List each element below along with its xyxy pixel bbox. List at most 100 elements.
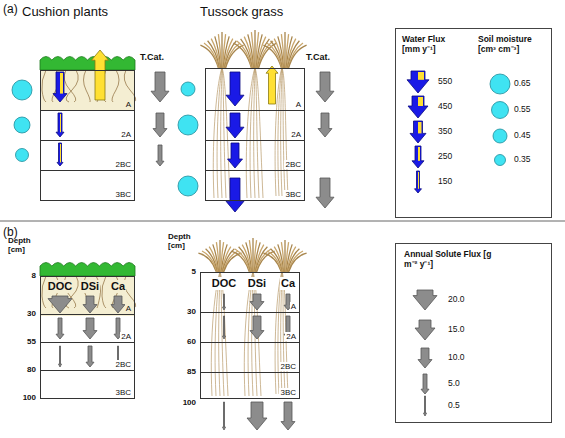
panel-title: (a) [3, 3, 18, 17]
water-flux-stripe [418, 172, 419, 189]
root [211, 272, 220, 396]
depth-value: 85 [187, 367, 196, 376]
horizon-label: 2BC [279, 362, 297, 371]
water-flux-stripe [60, 144, 61, 162]
solute-flux-arrow [48, 296, 72, 313]
solute-flux-arrow [86, 346, 94, 367]
roots [211, 272, 228, 396]
grass-tuft [200, 32, 243, 68]
solute-name: DOC [211, 277, 237, 290]
soil-horizon: 3BC [205, 170, 305, 201]
depth-value: 100 [183, 398, 196, 407]
roots [213, 68, 230, 198]
horizon-label: 2A [285, 332, 297, 341]
water-flux-stripe [418, 147, 420, 161]
root [275, 272, 282, 394]
legend-heading: Annual Solute Flux [g m⁻² y⁻¹] [404, 250, 494, 270]
solute-flux-arrow [413, 290, 437, 310]
grass-blade [281, 34, 284, 68]
horizon-label: 2BC [114, 160, 132, 169]
panel-divider [0, 221, 565, 222]
soil-horizon: 2BC [205, 140, 305, 171]
root [282, 68, 288, 196]
cation-flux-arrow [153, 113, 167, 137]
water-flux-arrow [408, 96, 428, 118]
cushion-soil-fill [40, 70, 135, 110]
axis-title: Depth [cm] [168, 232, 198, 250]
solute-flux-arrow [59, 346, 62, 367]
horizon-label: A [125, 100, 132, 109]
horizon-label: 3BC [284, 190, 302, 199]
water-flux-arrow [407, 71, 429, 93]
solute-flux-arrow [111, 296, 125, 313]
legend-value: 5.0 [448, 379, 460, 389]
horizon-label: 2BC [114, 360, 132, 369]
horizon-label: 2A [120, 332, 132, 341]
soil-moisture-circle [492, 102, 509, 119]
horizon-label: A [290, 302, 297, 311]
cation-flux-arrow [156, 145, 164, 166]
root [84, 70, 91, 102]
roots [246, 68, 263, 198]
solute-flux-arrow [83, 296, 97, 313]
legend-value: 0.65 [514, 79, 531, 89]
root [222, 68, 230, 198]
solute-flux-arrow [421, 374, 429, 394]
horizon-label: 2A [290, 130, 302, 139]
horizon-label: 3BC [279, 388, 297, 397]
panel-title: Tussock grass [200, 5, 283, 20]
root [66, 70, 78, 102]
solute-name: DSi [80, 280, 100, 293]
horizon-label: 3BC [114, 190, 132, 199]
root [215, 272, 220, 396]
soil-horizon: 2BC [40, 342, 135, 371]
grass-blade [249, 240, 252, 272]
grass-blade [281, 242, 284, 272]
root [246, 68, 255, 198]
soil-horizon: 3BC [40, 170, 135, 201]
cushion-roots [42, 70, 136, 102]
solute-flux-arrow [424, 396, 427, 416]
water-flux-arrow [56, 113, 64, 137]
soil-moisture-circle [178, 115, 198, 135]
solute-flux-arrow [250, 294, 264, 310]
grass-blade [289, 253, 307, 272]
soil-moisture-circle [181, 82, 195, 96]
water-flux-arrow [57, 143, 63, 166]
legend-value: 10.0 [448, 353, 465, 363]
water-flux-arrow [226, 72, 244, 106]
depth-value: 80 [27, 365, 36, 374]
legend-value: 0.45 [514, 131, 531, 141]
root [112, 70, 119, 102]
root [275, 68, 282, 196]
cation-flux-arrow [316, 72, 334, 102]
transpiration-arrow [266, 66, 278, 104]
root [278, 68, 282, 196]
horizon-label: A [125, 304, 132, 313]
grass-blade [216, 242, 219, 272]
grass-blade [218, 34, 221, 68]
root [102, 276, 106, 308]
root [220, 272, 228, 396]
solute-name: DSi [247, 277, 267, 290]
soil-moisture-circle [493, 129, 507, 143]
soil-moisture-circle [14, 117, 30, 133]
solute-flux-arrow [223, 316, 226, 339]
soil-moisture-circle [490, 74, 510, 94]
horizon-label: 2A [120, 130, 132, 139]
root [219, 272, 220, 396]
soil-horizon: 2A [40, 110, 135, 141]
cation-flux-arrow [318, 113, 332, 137]
legend-heading: Soil moisture [cm³ cm⁻³] [478, 35, 548, 55]
soil-horizon: 3BC [40, 370, 135, 399]
solute-flux-arrow [223, 294, 226, 310]
axis-title: Depth [cm] [8, 236, 38, 254]
root [64, 70, 76, 102]
flux-label: T.Cat. [140, 52, 164, 62]
legend-value: 0.55 [514, 105, 531, 115]
water-flux-arrow [415, 171, 422, 193]
soil-horizon: A [40, 70, 135, 111]
soil-horizon: 2A [205, 110, 305, 141]
root [42, 276, 46, 308]
